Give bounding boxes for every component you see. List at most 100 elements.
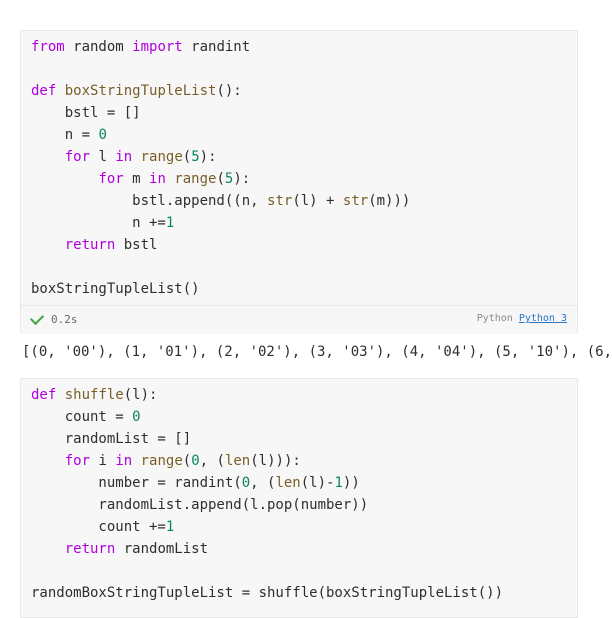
code-token: [56, 83, 64, 99]
code-token: ):: [233, 171, 251, 187]
code-token: 0: [132, 409, 141, 425]
check-icon: [29, 310, 45, 325]
code-token: , (: [250, 475, 276, 491]
cell-status-bar: 0.2s Python Python 3: [21, 305, 577, 334]
code-line: for m in range(5):: [31, 168, 577, 190]
code-line: [31, 560, 577, 582]
code-token: return: [64, 541, 116, 557]
code-token: [132, 453, 140, 469]
code-token: 0: [98, 127, 107, 143]
code-token: range: [140, 149, 183, 165]
code-line: for i in range(0, (len(l))):: [31, 450, 577, 472]
code-token: 1: [334, 475, 343, 491]
code-token: [31, 453, 65, 469]
code-line: def boxStringTupleList():: [31, 80, 577, 102]
code-line: return randomList: [31, 538, 577, 560]
code-token: bstl.append((n,: [31, 193, 268, 209]
code-token: boxStringTupleList(): [31, 281, 200, 297]
code-token: import: [132, 39, 183, 55]
code-token: randomList: [115, 541, 209, 557]
code-cell-2[interactable]: def shuffle(l): count = 0 randomList = […: [20, 378, 578, 618]
execution-status: 0.2s: [29, 310, 78, 326]
code-editor-1[interactable]: from random import randint def boxString…: [21, 31, 577, 300]
code-token: number = randint(: [31, 475, 242, 491]
code-token: l: [90, 149, 116, 165]
code-token: i: [90, 453, 116, 469]
code-token: (: [216, 171, 225, 187]
code-token: 1: [165, 519, 175, 535]
code-line: number = randint(0, (len(l)-1)): [31, 472, 577, 494]
code-token: boxStringTupleList: [64, 83, 217, 99]
kernel-selector[interactable]: Python 3: [518, 313, 567, 324]
code-token: return: [64, 237, 116, 253]
code-token: for: [64, 453, 91, 469]
code-token: randint: [182, 39, 251, 55]
code-token: [132, 149, 140, 165]
code-token: 0: [241, 475, 251, 491]
code-token: str: [267, 193, 293, 209]
code-line: return bstl: [31, 234, 577, 256]
code-token: (l))):: [250, 453, 301, 469]
code-line: bstl = []: [31, 102, 577, 124]
code-token: def: [31, 387, 57, 403]
code-token: ():: [216, 83, 242, 99]
code-token: [31, 541, 65, 557]
execution-time: 0.2s: [51, 313, 78, 326]
code-token: (: [182, 453, 192, 469]
code-token: [31, 237, 65, 253]
cell-language: Python: [476, 313, 513, 324]
code-token: (l) +: [292, 193, 343, 209]
code-token: from: [31, 39, 65, 55]
code-token: randomBoxStringTupleList = shuffle(boxSt…: [31, 585, 504, 601]
code-token: for: [64, 149, 91, 165]
code-cell-1[interactable]: from random import randint def boxString…: [20, 30, 578, 334]
code-token: )): [342, 475, 360, 491]
code-token: len: [275, 475, 301, 491]
code-token: range: [174, 171, 217, 187]
code-line: [31, 256, 577, 278]
code-token: in: [115, 149, 133, 165]
code-token: 5: [224, 171, 234, 187]
cell-output-1: [(0, '00'), (1, '01'), (2, '02'), (3, '0…: [22, 344, 612, 360]
code-editor-2[interactable]: def shuffle(l): count = 0 randomList = […: [21, 379, 577, 604]
notebook: from random import randint def boxString…: [20, 30, 612, 618]
code-token: , (: [199, 453, 225, 469]
code-token: shuffle: [64, 387, 124, 403]
code-token: 1: [165, 215, 175, 231]
code-line: count +=1: [31, 516, 577, 538]
code-token: (l):: [123, 387, 158, 403]
code-token: randomList = []: [31, 431, 192, 447]
code-line: def shuffle(l):: [31, 384, 577, 406]
code-line: bstl.append((n, str(l) + str(m))): [31, 190, 577, 212]
code-token: [31, 171, 98, 187]
code-token: (m))): [368, 193, 411, 209]
code-token: 0: [191, 453, 200, 469]
code-token: n =: [31, 127, 99, 143]
code-token: range: [140, 453, 183, 469]
code-token: count +=: [31, 519, 166, 535]
code-token: count =: [31, 409, 133, 425]
code-line: randomList = []: [31, 428, 577, 450]
code-token: def: [31, 83, 57, 99]
code-token: [31, 149, 65, 165]
code-line: n +=1: [31, 212, 577, 234]
code-token: ):: [199, 149, 217, 165]
code-token: m: [123, 171, 150, 187]
code-token: in: [149, 171, 166, 187]
code-token: 5: [191, 149, 200, 165]
code-line: randomBoxStringTupleList = shuffle(boxSt…: [31, 582, 577, 604]
code-line: from random import randint: [31, 36, 577, 58]
code-line: boxStringTupleList(): [31, 278, 577, 300]
code-token: in: [115, 453, 133, 469]
code-token: randomList.append(l.pop(number)): [31, 497, 369, 513]
code-token: len: [224, 453, 251, 469]
code-token: n +=: [31, 215, 166, 231]
code-line: n = 0: [31, 124, 577, 146]
code-line: [31, 58, 577, 80]
code-line: for l in range(5):: [31, 146, 577, 168]
code-token: random: [64, 39, 133, 55]
code-token: for: [98, 171, 124, 187]
code-token: str: [342, 193, 369, 209]
code-line: count = 0: [31, 406, 577, 428]
code-token: (: [182, 149, 192, 165]
